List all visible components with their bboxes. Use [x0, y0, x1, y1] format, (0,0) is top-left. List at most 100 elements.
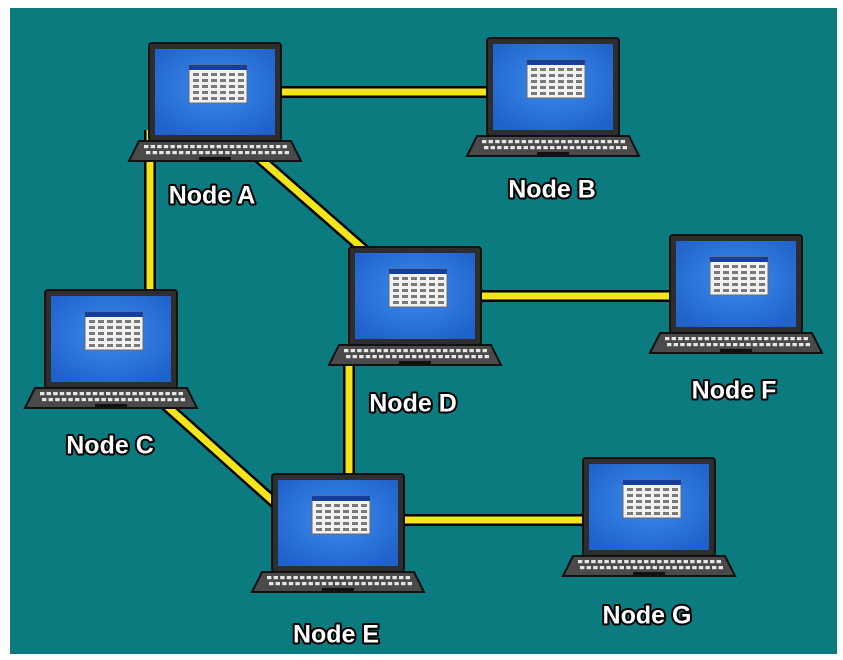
grid-cell [723, 283, 729, 286]
keyboard-key [79, 392, 84, 396]
grid-cell [402, 301, 408, 304]
grid-cell [576, 92, 582, 95]
grid-cell [420, 301, 426, 304]
keyboard-key [410, 349, 415, 353]
keyboard-key [589, 146, 594, 150]
keyboard-key [238, 151, 243, 155]
grid-cell [107, 320, 113, 323]
grid-cell [316, 522, 322, 525]
keyboard-key [478, 355, 483, 359]
keyboard-key [377, 349, 382, 353]
grid-cell [193, 85, 199, 88]
keyboard-key [86, 392, 91, 396]
keyboard-key [541, 140, 546, 144]
keyboard-key [425, 355, 430, 359]
keyboard-key [223, 145, 228, 149]
grid-cell [531, 92, 537, 95]
keyboard-key [673, 343, 678, 347]
grid-cell [107, 332, 113, 335]
keyboard-key [145, 392, 150, 396]
keyboard-key [139, 392, 144, 396]
keyboard-key [282, 582, 287, 586]
keyboard-key [141, 398, 146, 402]
grid-cell [759, 277, 765, 280]
grid-cell [325, 504, 331, 507]
keyboard-key [772, 343, 777, 347]
keyboard-key [392, 576, 397, 580]
keyboard-key [346, 576, 351, 580]
keyboard-key [624, 560, 629, 564]
grid-cell [343, 510, 349, 513]
grid-cell [558, 80, 564, 83]
screen-window-titlebar [710, 257, 768, 262]
keyboard-key [716, 560, 721, 564]
keyboard-key [363, 349, 369, 353]
grid-cell [645, 494, 651, 497]
keyboard-key [53, 392, 58, 396]
keyboard-key [412, 355, 417, 359]
keyboard-key [308, 582, 313, 586]
grid-cell [352, 516, 358, 519]
grid-cell [393, 277, 399, 280]
keyboard-key [396, 349, 402, 353]
keyboard-key [724, 337, 729, 341]
grid-cell [540, 92, 546, 95]
keyboard-key [366, 576, 371, 580]
keyboard-key [180, 398, 185, 402]
grid-cell [211, 79, 217, 82]
grid-cell [531, 80, 537, 83]
keyboard-key [372, 355, 377, 359]
keyboard-key [152, 151, 157, 155]
grid-cell [89, 320, 95, 323]
keyboard-key [273, 576, 278, 580]
keyboard-key [616, 146, 621, 150]
grid-cell [116, 338, 122, 341]
keyboard-key [264, 151, 270, 155]
keyboard-key [119, 392, 124, 396]
keyboard-key [671, 337, 676, 341]
keyboard-key [718, 566, 723, 570]
grid-cell [238, 73, 244, 76]
grid-cell [558, 92, 564, 95]
keyboard-key [276, 145, 281, 149]
grid-cell [750, 289, 756, 292]
grid-cell [636, 488, 642, 491]
keyboard-key [278, 151, 283, 155]
keyboard-key [711, 337, 716, 341]
keyboard-key [609, 146, 614, 150]
screen-window [526, 59, 586, 99]
grid-cell [576, 80, 582, 83]
grid-cell [316, 528, 322, 531]
keyboard-key [416, 349, 421, 353]
grid-cell [627, 512, 633, 515]
keyboard-key [165, 392, 170, 396]
keyboard-key [646, 566, 651, 570]
keyboard-key [108, 398, 113, 402]
grid-cell [636, 500, 642, 503]
laptop-keyboard [665, 337, 810, 347]
keyboard-key [165, 151, 171, 155]
keyboard-key [357, 349, 362, 353]
keyboard-key [482, 140, 487, 144]
grid-cell [352, 504, 358, 507]
keyboard-key [678, 337, 683, 341]
keyboard-key [106, 392, 111, 396]
keyboard-key [423, 349, 428, 353]
keyboard-key [574, 140, 579, 144]
grid-cell [316, 516, 322, 519]
keyboard-key [350, 349, 355, 353]
laptop-icon [23, 289, 199, 409]
keyboard-key [157, 145, 162, 149]
keyboard-key [596, 146, 601, 150]
grid-cell [438, 289, 444, 292]
keyboard-key [313, 576, 318, 580]
keyboard-key [471, 355, 476, 359]
keyboard-key [383, 349, 388, 353]
keyboard-key [127, 398, 133, 402]
grid-cell [325, 522, 331, 525]
keyboard-key [677, 560, 682, 564]
grid-cell [98, 338, 104, 341]
keyboard-key [597, 560, 603, 564]
keyboard-key [657, 560, 662, 564]
grid-cell [654, 488, 660, 491]
